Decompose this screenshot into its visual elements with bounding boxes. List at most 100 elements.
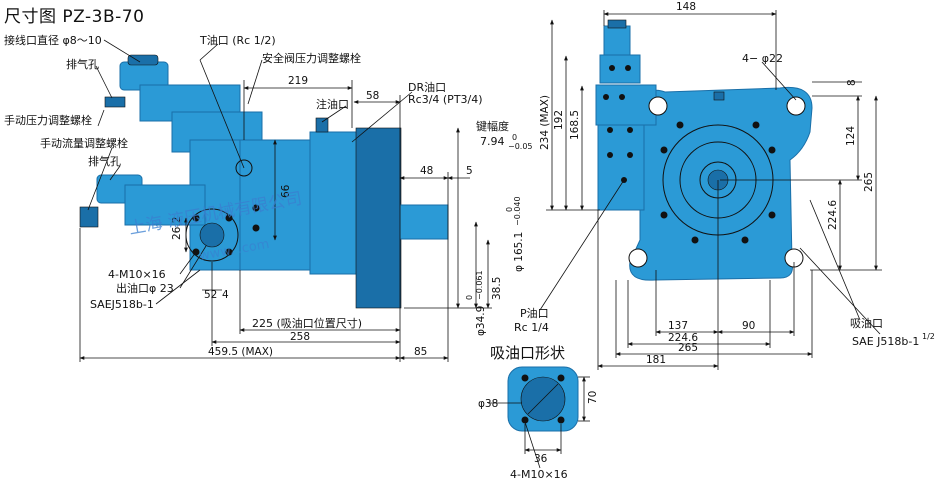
top-lug xyxy=(713,91,725,101)
label-m10: 4-M10×16 xyxy=(108,268,166,281)
side-view-pump xyxy=(79,54,449,309)
label-wire-hole: 接线口直径 φ8～10 xyxy=(4,33,102,47)
adjust-knob xyxy=(79,206,99,228)
dim-349: φ34.9 xyxy=(475,306,487,336)
dim-1651: φ 165.1 xyxy=(513,232,525,272)
bolt xyxy=(557,416,565,424)
dim-4595: 459.5 (MAX) xyxy=(208,346,273,358)
pump-housing xyxy=(309,131,359,275)
bolt xyxy=(225,248,233,256)
dim-265v: 265 xyxy=(863,172,875,192)
label-sae-front: SAE J518b-1 xyxy=(852,335,919,348)
bolt xyxy=(252,224,260,232)
vent-plug-top xyxy=(104,96,126,108)
dim-192: 192 xyxy=(553,110,565,130)
dim-2246v: 224.6 xyxy=(827,200,839,230)
bolt xyxy=(607,152,613,158)
t-port-circle xyxy=(235,159,253,177)
label-manual-pressure: 手动压力调整螺栓 xyxy=(4,113,92,127)
front-view-pump xyxy=(595,19,813,281)
label-key-tol-b: −0.05 xyxy=(508,142,533,151)
label-key-width: 键幅度 xyxy=(476,119,509,133)
front-valve-low xyxy=(597,124,645,211)
label-suction-pos: 225 (吸油口位置尺寸) xyxy=(252,316,362,330)
bolt xyxy=(627,127,633,133)
dim-2246h: 224.6 xyxy=(668,332,698,344)
fill-port-cap xyxy=(315,117,329,133)
shaft xyxy=(399,204,449,240)
label-key-tol-a: 0 xyxy=(512,133,517,142)
bolt xyxy=(603,94,609,100)
mount-hole xyxy=(648,96,668,116)
dim-349-tol-b: −0.061 xyxy=(475,270,484,300)
dim-58: 58 xyxy=(366,90,379,102)
label-relief-bolt: 安全阀压力调整螺栓 xyxy=(262,51,361,65)
label-suction-port: 吸油口 xyxy=(850,316,883,330)
dim-219: 219 xyxy=(288,75,308,87)
label-manual-flow: 手动流量调整螺栓 xyxy=(40,136,128,150)
pump-casing xyxy=(239,139,316,271)
leader-lines xyxy=(87,39,881,469)
bolt xyxy=(741,236,749,244)
label-t-port: T油口 (Rc 1/2) xyxy=(199,33,276,47)
bolt xyxy=(752,121,760,129)
bolt xyxy=(252,204,260,212)
outlet-port-hole xyxy=(199,222,225,248)
front-valve-upper xyxy=(599,54,641,84)
dim-385: 38.5 xyxy=(491,277,503,300)
bolt xyxy=(625,65,631,71)
bolt xyxy=(768,211,776,219)
bolt xyxy=(521,416,529,424)
page-title: 尺寸图 PZ-3B-70 xyxy=(4,7,145,27)
label-suction-m10: 4-M10×16 xyxy=(510,468,568,481)
bolt xyxy=(660,211,668,219)
dim-258: 258 xyxy=(290,331,310,343)
dim-70: 70 xyxy=(587,391,599,404)
dim-8: 8 xyxy=(846,79,858,86)
dim-262: 26.2 xyxy=(171,217,183,240)
dim-137: 137 xyxy=(668,320,688,332)
label-p-port: P油口 xyxy=(520,306,549,320)
label-fill-port: 注油口 xyxy=(316,97,349,111)
bolt xyxy=(660,146,668,154)
dim-265h: 265 xyxy=(678,342,698,354)
solenoid-top-cap xyxy=(127,54,159,66)
label-p-spec: Rc 1/4 xyxy=(514,321,549,334)
mount-hole xyxy=(786,96,806,116)
bolt xyxy=(691,236,699,244)
bolt xyxy=(557,374,565,382)
dim-1685: 168.5 xyxy=(569,110,581,140)
dim-66: 66 xyxy=(280,184,292,198)
bolt xyxy=(192,214,200,222)
dim-85: 85 xyxy=(414,346,427,358)
dim-5: 5 xyxy=(466,165,473,177)
bolt xyxy=(627,152,633,158)
front-solenoid xyxy=(603,25,631,59)
label-key-tol: 7.94 xyxy=(480,135,505,148)
bolt xyxy=(521,374,529,382)
label-dr-port: DR油口 xyxy=(408,80,446,94)
suction-view-title: 吸油口形状 xyxy=(490,344,565,362)
dimension-lines xyxy=(79,10,882,454)
label-dr-spec: Rc3/4 (PT3/4) xyxy=(408,93,483,106)
bolt xyxy=(225,214,233,222)
bolt xyxy=(607,127,613,133)
front-valve-mid xyxy=(595,84,657,126)
bolt xyxy=(768,146,776,154)
dim-48: 48 xyxy=(420,165,433,177)
mount-flange xyxy=(355,127,402,309)
label-sae-side: SAEJ518b-1 xyxy=(90,298,154,311)
suction-port-view xyxy=(507,366,579,432)
dim-52: 52 xyxy=(204,289,217,301)
mount-hole xyxy=(628,248,648,268)
dim-181: 181 xyxy=(646,354,666,366)
dim-1651-tol-b: −0.040 xyxy=(513,196,522,226)
label-vent-bottom: 排气孔 xyxy=(88,154,121,168)
label-out-port: 出油口φ 23 xyxy=(116,281,174,295)
dim-90: 90 xyxy=(742,320,755,332)
front-solenoid-cap xyxy=(607,19,627,29)
bolt xyxy=(676,121,684,129)
label-vent-top: 排气孔 xyxy=(66,57,99,71)
